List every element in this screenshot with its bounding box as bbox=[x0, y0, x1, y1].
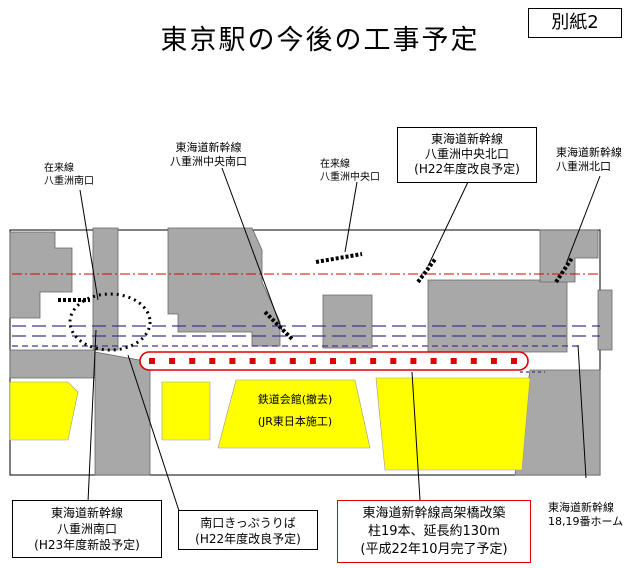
viaduct-column bbox=[390, 358, 397, 364]
stair-zairai-central bbox=[315, 252, 363, 264]
yellow-block-2 bbox=[161, 381, 211, 441]
viaduct-column bbox=[189, 358, 196, 364]
leader-central-north bbox=[427, 181, 469, 267]
leader-zairai-south bbox=[79, 189, 99, 301]
south-exit-circle bbox=[68, 292, 152, 352]
building-south-exit bbox=[92, 227, 119, 351]
builder-label: (JR東日本施工) bbox=[257, 415, 333, 428]
yellow-block-4 bbox=[375, 377, 531, 471]
viaduct-column bbox=[350, 358, 357, 364]
viaduct-column bbox=[430, 358, 437, 364]
leader-north bbox=[565, 175, 601, 265]
viaduct-column bbox=[249, 358, 256, 364]
viaduct-column bbox=[410, 358, 417, 364]
label-zairai-central: 在来線八重洲中央口 bbox=[320, 159, 380, 183]
leader-central-south bbox=[221, 167, 283, 331]
track-lines bbox=[12, 325, 600, 373]
leader-platform bbox=[577, 344, 587, 479]
viaduct-column bbox=[511, 358, 517, 364]
viaduct-column bbox=[470, 358, 477, 364]
building-central bbox=[322, 294, 373, 349]
building-sw bbox=[94, 351, 151, 476]
callout-kippu: 南口きっぷうりば(H22年度改良予定) bbox=[178, 510, 318, 550]
yellow-block-main bbox=[217, 379, 371, 449]
building-name-label: 鉄道会館(撤去) bbox=[257, 393, 333, 406]
viaduct-column bbox=[490, 358, 497, 364]
viaduct-column bbox=[269, 358, 276, 364]
leader-south-exit bbox=[87, 329, 97, 503]
viaduct-column bbox=[330, 358, 336, 364]
leader-lines bbox=[79, 167, 601, 521]
stair-central-north bbox=[416, 256, 438, 284]
stair-central-south bbox=[263, 310, 295, 342]
building-east-strip bbox=[597, 289, 613, 351]
callout-south-exit: 東海道新幹線八重洲南口(H23年度新設予定) bbox=[12, 500, 162, 558]
viaduct-column bbox=[370, 358, 377, 364]
page-title: 東京駅の今後の工事予定 bbox=[160, 25, 480, 56]
attachment-label: 別紙2 bbox=[528, 8, 622, 38]
leader-kippu bbox=[127, 354, 183, 521]
viaduct-column bbox=[169, 358, 176, 364]
building-sw-strip bbox=[9, 349, 96, 379]
stair-marks bbox=[58, 252, 574, 342]
yellow-blocks bbox=[9, 377, 531, 471]
viaduct-column bbox=[289, 358, 296, 364]
gray-buildings bbox=[9, 227, 613, 476]
leader-zairai-central bbox=[344, 181, 358, 253]
callout-viaduct: 東海道新幹線高架橋改築柱19本、延長約130m(平成22年10月完了予定) bbox=[337, 500, 531, 563]
building-nw bbox=[9, 231, 73, 319]
callout-central-north: 東海道新幹線八重洲中央北口(H22年度改良予定) bbox=[397, 127, 537, 183]
label-zairai-south: 在来線八重洲南口 bbox=[44, 163, 94, 187]
label-tokaido-north: 東海道新幹線八重洲北口 bbox=[556, 146, 622, 173]
viaduct-column bbox=[229, 358, 236, 364]
building-north bbox=[427, 279, 568, 353]
yellow-block-1 bbox=[9, 381, 79, 441]
viaduct-column bbox=[209, 358, 216, 364]
leader-viaduct bbox=[411, 371, 421, 501]
viaduct-column bbox=[450, 358, 457, 364]
viaduct-columns bbox=[149, 358, 517, 364]
viaduct-column bbox=[309, 358, 316, 364]
viaduct-column bbox=[149, 358, 155, 364]
label-tokaido-central-south: 東海道新幹線八重洲中央南口 bbox=[170, 141, 247, 168]
